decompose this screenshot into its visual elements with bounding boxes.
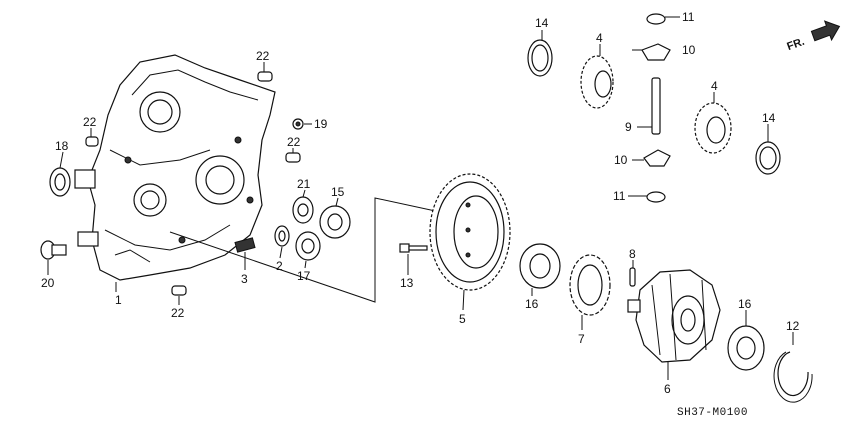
- callout-8: 8: [629, 247, 636, 261]
- magnet-3[interactable]: [234, 237, 256, 253]
- callout-10-bottom: 10: [614, 153, 628, 167]
- snap-ring-12[interactable]: [773, 351, 813, 403]
- bearing-17[interactable]: [295, 231, 321, 261]
- transmission-housing[interactable]: [74, 54, 276, 281]
- diagram-code: SH37-M0100: [677, 407, 748, 419]
- callout-12: 12: [786, 319, 800, 333]
- callout-18: 18: [55, 139, 69, 153]
- differential-carrier-6[interactable]: [627, 269, 721, 363]
- callout-1: 1: [115, 293, 122, 307]
- callout-6: 6: [664, 382, 671, 396]
- thrust-washer-14-right[interactable]: [755, 141, 781, 175]
- pulser-gear-7[interactable]: [569, 254, 611, 316]
- callout-4-right: 4: [711, 79, 718, 93]
- callout-22-right: 22: [287, 135, 301, 149]
- pinion-washer-11-bottom[interactable]: [646, 191, 666, 203]
- front-direction-marker: FR.: [785, 20, 841, 53]
- callout-2: 2: [276, 259, 283, 273]
- front-label: FR.: [785, 36, 806, 53]
- callout-20: 20: [41, 276, 55, 290]
- bearing-2[interactable]: [274, 225, 290, 247]
- thrust-washer-14-top[interactable]: [527, 39, 553, 77]
- gear-bolt-13[interactable]: [399, 243, 428, 253]
- callout-22-top: 22: [256, 49, 270, 63]
- dowel-pin-top[interactable]: [257, 71, 273, 82]
- drain-plug-19[interactable]: [292, 118, 304, 130]
- leader-lines: [47, 16, 794, 380]
- callout-11-bottom: 11: [613, 189, 626, 203]
- callout-11-top: 11: [682, 10, 695, 24]
- callout-labels: 1 2 3 4 4 5 6 7 8 9 10 10 11 11 12 13 14…: [41, 10, 800, 396]
- dowel-pin-left[interactable]: [85, 136, 99, 147]
- pinion-gear-10-top[interactable]: [641, 43, 671, 61]
- assembly-leader-line: [169, 197, 441, 303]
- bearing-21[interactable]: [292, 196, 314, 224]
- callout-7: 7: [578, 332, 585, 346]
- oil-seal-18[interactable]: [49, 167, 71, 197]
- bearing-15[interactable]: [319, 205, 351, 239]
- callout-5: 5: [459, 312, 466, 326]
- callout-9: 9: [625, 120, 632, 134]
- callout-16-left: 16: [525, 297, 539, 311]
- pinion-pin-8[interactable]: [629, 267, 636, 287]
- callout-19: 19: [314, 117, 328, 131]
- sealing-bolt-20[interactable]: [40, 240, 67, 260]
- callout-3: 3: [241, 272, 248, 286]
- callout-15: 15: [331, 185, 345, 199]
- dowel-pin-bottom[interactable]: [171, 285, 187, 296]
- bearing-16-left[interactable]: [519, 243, 561, 289]
- callout-16-right: 16: [738, 297, 752, 311]
- callout-10-top: 10: [682, 43, 696, 57]
- side-gear-4-right[interactable]: [694, 102, 732, 154]
- final-driven-gear-5[interactable]: [429, 173, 511, 291]
- pinion-washer-11-top[interactable]: [646, 13, 666, 25]
- callout-22-left: 22: [83, 115, 97, 129]
- pinion-gear-10-bottom[interactable]: [643, 149, 671, 167]
- callout-14-right: 14: [762, 111, 776, 125]
- callout-21: 21: [297, 177, 311, 191]
- callout-4-top: 4: [596, 31, 603, 45]
- dowel-pin-right[interactable]: [285, 152, 301, 163]
- arrow-icon: [810, 20, 841, 42]
- bearing-16-right[interactable]: [727, 325, 765, 371]
- callout-13: 13: [400, 276, 414, 290]
- side-gear-4-top[interactable]: [580, 55, 614, 109]
- callout-22-bottom: 22: [171, 306, 185, 320]
- callout-14-top: 14: [535, 16, 549, 30]
- callout-17: 17: [297, 269, 311, 283]
- pinion-shaft-9[interactable]: [651, 77, 661, 135]
